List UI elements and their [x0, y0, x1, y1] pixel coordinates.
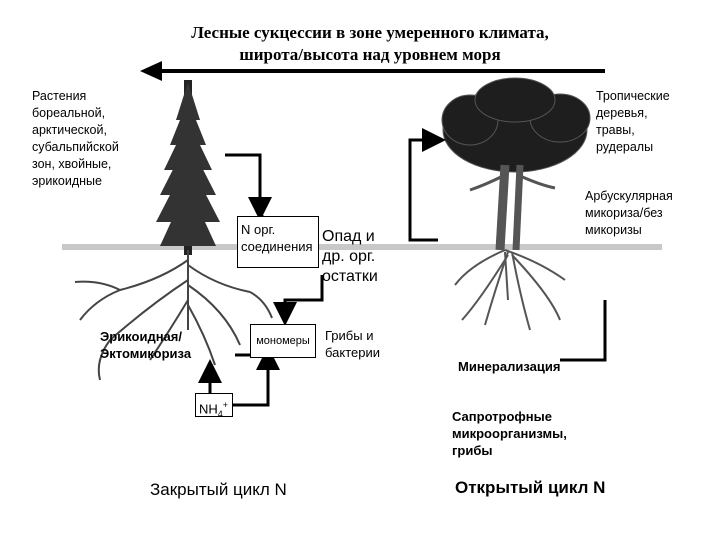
- tropical-trunk: [469, 164, 556, 251]
- left-plants-label: Растения бореальной, арктической, субаль…: [32, 88, 119, 190]
- monomers-label: мономеры: [256, 335, 310, 347]
- n-org-box: N орг. соединения: [237, 216, 319, 268]
- right-plants-line: рудералы: [596, 140, 654, 154]
- open-cycle-label: Открытый цикл N: [455, 478, 606, 497]
- saprotrophs-line: Сапротрофные: [452, 409, 552, 424]
- latitude-arrow: [140, 61, 605, 81]
- litter-label: Опад и др. орг. остатки: [322, 227, 378, 287]
- right-mycorrhiza-line: микориза/без: [585, 206, 663, 220]
- right-plants-line: деревья,: [596, 106, 648, 120]
- left-plants-line: Растения: [32, 89, 87, 103]
- ericoid-label: Эрикоидная/ Эктомикориза: [100, 328, 191, 362]
- ground-line: [62, 244, 662, 250]
- saprotrophs-line: микроорганизмы,: [452, 426, 567, 441]
- nh4-subscript: 4: [217, 408, 223, 419]
- closed-cycle-label: Закрытый цикл N: [150, 480, 287, 499]
- conifer-tree: [156, 80, 220, 255]
- n-org-line: соединения: [241, 239, 313, 254]
- closed-cycle-arrows: [198, 153, 324, 407]
- mineralization-label: Минерализация: [458, 359, 561, 374]
- nh4-label: NH: [199, 401, 218, 417]
- title-line-1: Лесные сукцессии в зоне умеренного клима…: [191, 23, 549, 42]
- right-plants-line: Тропические: [596, 89, 670, 103]
- open-cycle-arrows: [408, 128, 607, 362]
- ericoid-line: Эрикоидная/: [100, 329, 182, 344]
- litter-line: остатки: [322, 268, 378, 285]
- left-plants-line: арктической,: [32, 123, 107, 137]
- right-mycorrhiza-line: Арбускулярная: [585, 189, 673, 203]
- tropical-roots: [454, 249, 566, 331]
- left-plants-line: бореальной,: [32, 106, 106, 120]
- nh4-box: NH4+: [195, 393, 233, 419]
- fungi-line: Грибы и: [325, 328, 374, 343]
- fungi-line: бактерии: [325, 345, 381, 360]
- right-mycorrhiza-line: микоризы: [585, 223, 642, 237]
- tropical-canopy: [441, 77, 591, 173]
- conifer-roots: [74, 250, 273, 381]
- litter-line: др. орг.: [322, 248, 376, 265]
- right-mycorrhiza-label: Арбускулярная микориза/без микоризы: [585, 188, 673, 239]
- nh4-superscript: +: [222, 400, 229, 410]
- ericoid-line: Эктомикориза: [100, 346, 192, 361]
- fungi-label: Грибы и бактерии: [325, 327, 380, 361]
- title-line-2: широта/высота над уровнем моря: [239, 45, 501, 64]
- left-plants-line: эрикоидные: [32, 174, 102, 188]
- saprotrophs-label: Сапротрофные микроорганизмы, грибы: [452, 408, 567, 459]
- right-plants-label: Тропические деревья, травы, рудералы: [596, 88, 670, 156]
- left-plants-line: субальпийской: [32, 140, 119, 154]
- right-plants-line: травы,: [596, 123, 635, 137]
- saprotrophs-line: грибы: [452, 443, 493, 458]
- left-plants-line: зон, хвойные,: [32, 157, 112, 171]
- monomers-box: мономеры: [250, 324, 316, 358]
- n-org-line: N орг.: [241, 222, 276, 237]
- diagram-title: Лесные сукцессии в зоне умеренного клима…: [110, 22, 630, 66]
- litter-line: Опад и: [322, 228, 375, 245]
